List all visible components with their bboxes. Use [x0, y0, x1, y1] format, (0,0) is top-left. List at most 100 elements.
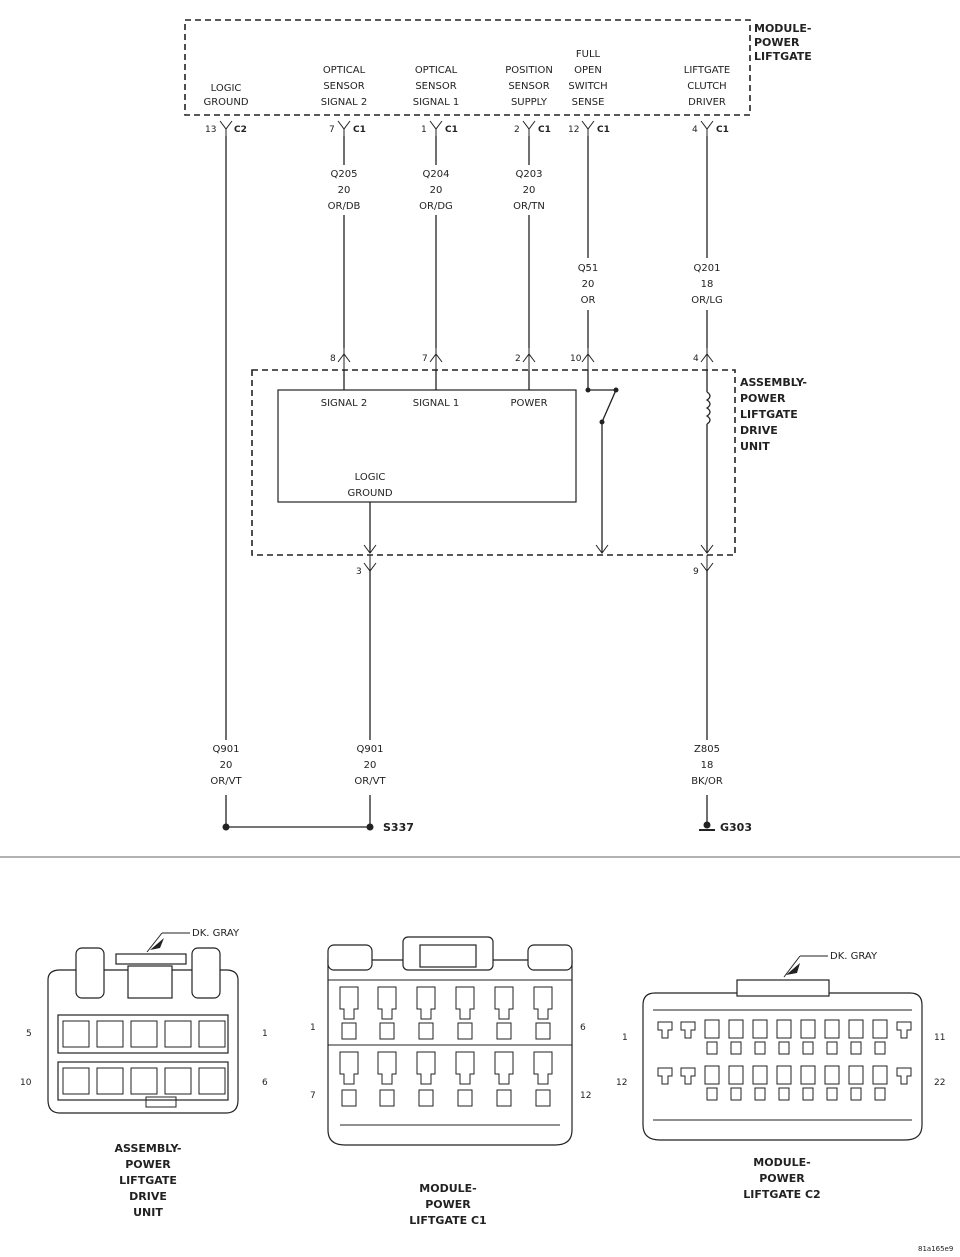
- pin-label-signal2: SIGNAL 2: [321, 97, 367, 108]
- wire-color: OR/DB: [328, 201, 361, 212]
- pin-label-signal1: SENSOR: [415, 81, 456, 92]
- terminal-symbols: [363, 555, 714, 572]
- wire-code: Q201: [694, 263, 721, 274]
- drive-unit-title-line: POWER: [740, 392, 786, 405]
- wire-code: Q901: [213, 744, 240, 755]
- connector-module-c1: 1 6 7 12 MODULE- POWER LIFTGATE C1: [310, 936, 591, 1227]
- color-label: DK. GRAY: [192, 928, 240, 939]
- pin-number: 6: [580, 1023, 586, 1033]
- connector-id: C1: [716, 125, 729, 135]
- connector-title-line: MODULE-: [419, 1182, 476, 1195]
- module-title: MODULE- POWER LIFTGATE: [754, 22, 812, 63]
- pin-number: 1: [262, 1029, 268, 1039]
- wire-gauge: 20: [523, 185, 536, 196]
- connector-title-line: LIFTGATE: [119, 1174, 177, 1187]
- module-power-liftgate-box: [184, 19, 751, 116]
- pin-number: 1: [310, 1023, 316, 1033]
- drive-unit-title-line: DRIVE: [740, 424, 778, 437]
- pin-label-full-open: FULL: [576, 49, 601, 60]
- wire-gauge: 20: [220, 760, 233, 771]
- module-title-line: MODULE-: [754, 22, 811, 35]
- wire-color: OR/VT: [354, 776, 386, 787]
- drive-unit-title-line: LIFTGATE: [740, 408, 798, 421]
- wire-color: BK/OR: [691, 776, 723, 787]
- pin-number: 12: [568, 125, 579, 135]
- wire-color: OR/TN: [513, 201, 545, 212]
- pin-label-clutch-driver: DRIVER: [688, 97, 726, 108]
- wire-code: Q51: [578, 263, 599, 274]
- pin-label-full-open: OPEN: [574, 65, 602, 76]
- connector-title-line: POWER: [425, 1198, 471, 1211]
- pin-label-signal2: SENSOR: [323, 81, 364, 92]
- connector-id: C1: [538, 125, 551, 135]
- c2-terminals: [657, 1019, 912, 1101]
- pin-label-position-supply: POSITION: [505, 65, 553, 76]
- ground-label: G303: [720, 821, 752, 834]
- pin-number: 3: [356, 567, 362, 577]
- pin-number: 4: [692, 125, 698, 135]
- connector-title-line: POWER: [759, 1172, 805, 1185]
- upper-wires: [225, 136, 708, 740]
- wire-gauge: 20: [364, 760, 377, 771]
- inner-label-logic-ground: LOGIC: [355, 472, 386, 483]
- connector-title-line: LIFTGATE C1: [409, 1214, 486, 1227]
- clutch-coil: [700, 370, 714, 554]
- pin-label-full-open: SENSE: [572, 97, 605, 108]
- ground-g303: G303: [699, 821, 752, 834]
- connector-title-line: UNIT: [133, 1206, 163, 1219]
- pin-number: 4: [693, 354, 699, 364]
- pin-label-position-supply: SUPPLY: [511, 97, 548, 108]
- connector-module-c2: DK. GRAY: [616, 951, 945, 1201]
- pin-label-clutch-driver: CLUTCH: [687, 81, 726, 92]
- pin-number: 2: [515, 354, 521, 364]
- wire-code: Q205: [331, 169, 358, 180]
- inner-label-logic-ground: GROUND: [347, 488, 392, 499]
- splice-label: S337: [383, 821, 414, 834]
- pin-number: 5: [26, 1029, 32, 1039]
- connector-title-line: ASSEMBLY-: [115, 1142, 182, 1155]
- pin-number: 9: [693, 567, 699, 577]
- terminal-symbols: [337, 348, 714, 370]
- pin-number: 10: [20, 1078, 32, 1088]
- wire-code: Q901: [357, 744, 384, 755]
- pin-label-logic-ground: LOGIC: [211, 83, 242, 94]
- pin-number: 1: [622, 1033, 628, 1043]
- wire-color: OR/VT: [210, 776, 242, 787]
- drive-unit-title-line: UNIT: [740, 440, 770, 453]
- wire-gauge: 20: [430, 185, 443, 196]
- wire-color: OR/LG: [691, 295, 723, 306]
- wire-code: Z805: [694, 744, 720, 755]
- drive-unit-title-line: ASSEMBLY-: [740, 376, 807, 389]
- inner-label-signal2: SIGNAL 2: [321, 398, 367, 409]
- drive-unit-title: ASSEMBLY- POWER LIFTGATE DRIVE UNIT: [740, 376, 807, 453]
- pin-label-signal2: OPTICAL: [323, 65, 366, 76]
- pin-label-signal1: OPTICAL: [415, 65, 458, 76]
- pin-number: 1: [421, 125, 427, 135]
- pin-number: 12: [580, 1091, 591, 1101]
- pin-number: 10: [570, 354, 582, 364]
- pin-number: 7: [310, 1091, 316, 1101]
- wire-gauge: 20: [338, 185, 351, 196]
- connector-drive-unit: DK. GRAY 5 1 10 6 ASSEMBLY- POWER LIFTGA…: [20, 928, 268, 1219]
- color-label: DK. GRAY: [830, 951, 878, 962]
- pin-number: 22: [934, 1078, 945, 1088]
- wire-code: Q203: [516, 169, 543, 180]
- pin-number: 7: [422, 354, 428, 364]
- pin-label-full-open: SWITCH: [568, 81, 607, 92]
- pin-number: 12: [616, 1078, 627, 1088]
- pin-number: 13: [205, 125, 216, 135]
- inner-label-power: POWER: [510, 398, 547, 409]
- connector-id: C1: [597, 125, 610, 135]
- pin-label-signal1: SIGNAL 1: [413, 97, 459, 108]
- pin-number: 11: [934, 1033, 945, 1043]
- wire-color: OR: [581, 295, 596, 306]
- inner-label-signal1: SIGNAL 1: [413, 398, 459, 409]
- figure-id: 81a165e9: [918, 1245, 953, 1253]
- full-open-switch: [585, 370, 619, 554]
- pin-number: 6: [262, 1078, 268, 1088]
- pin-number: 7: [329, 125, 335, 135]
- module-title-line: POWER: [754, 36, 800, 49]
- splice-s337: S337: [222, 821, 414, 834]
- connector-title-line: POWER: [125, 1158, 171, 1171]
